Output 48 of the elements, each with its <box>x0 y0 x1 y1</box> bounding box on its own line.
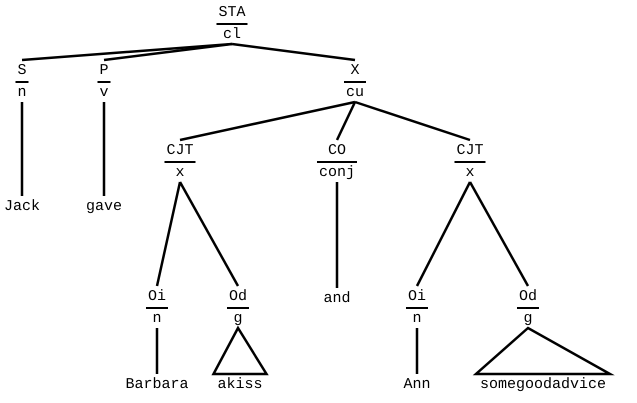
category-label: n <box>16 83 28 101</box>
word-label: somegoodadvice <box>480 376 606 393</box>
tree-node <box>517 288 539 327</box>
branch-line <box>20 102 24 196</box>
category-label: cl <box>222 25 242 43</box>
function-label: X <box>344 62 366 83</box>
branch-line <box>156 328 158 374</box>
category-label: cu <box>345 83 365 101</box>
category-label: conj <box>318 163 356 181</box>
tree-node <box>227 288 249 327</box>
category-label: n <box>152 309 162 327</box>
word-label: akiss <box>218 376 262 393</box>
function-label: Od <box>227 288 249 309</box>
branch-line <box>178 181 240 287</box>
function-label: CO <box>317 142 357 163</box>
function-label: Oi <box>406 288 428 309</box>
tree-node <box>317 142 357 181</box>
category-label: v <box>98 83 110 101</box>
function-label: STA <box>216 4 248 25</box>
function-label: P <box>98 62 110 83</box>
branch-line <box>468 181 530 287</box>
branch-line <box>232 42 356 62</box>
branch-line <box>416 181 472 287</box>
triangle-branch <box>211 326 269 376</box>
word-label: gave <box>86 198 122 215</box>
word-label: Barbara <box>126 376 188 393</box>
branch-line <box>336 182 338 288</box>
category-label: x <box>174 163 186 181</box>
function-label: CJT <box>454 142 486 163</box>
function-label: Oi <box>146 288 168 309</box>
function-label: CJT <box>164 142 196 163</box>
category-label: g <box>522 309 534 327</box>
word-label: and <box>324 290 350 307</box>
category-label: g <box>232 309 244 327</box>
function-label: Od <box>517 288 539 309</box>
word-label: Jack <box>4 198 40 215</box>
branch-line <box>102 102 106 196</box>
branch-line <box>104 42 232 62</box>
branch-line <box>354 100 470 142</box>
triangle-branch <box>472 326 615 376</box>
word-label: Ann <box>404 376 430 393</box>
branch-line <box>416 328 418 374</box>
branch-line <box>156 182 182 286</box>
category-label: x <box>464 163 476 181</box>
category-label: n <box>412 309 422 327</box>
branch-line <box>180 100 356 142</box>
branch-line <box>336 101 356 141</box>
function-label: S <box>16 62 28 83</box>
